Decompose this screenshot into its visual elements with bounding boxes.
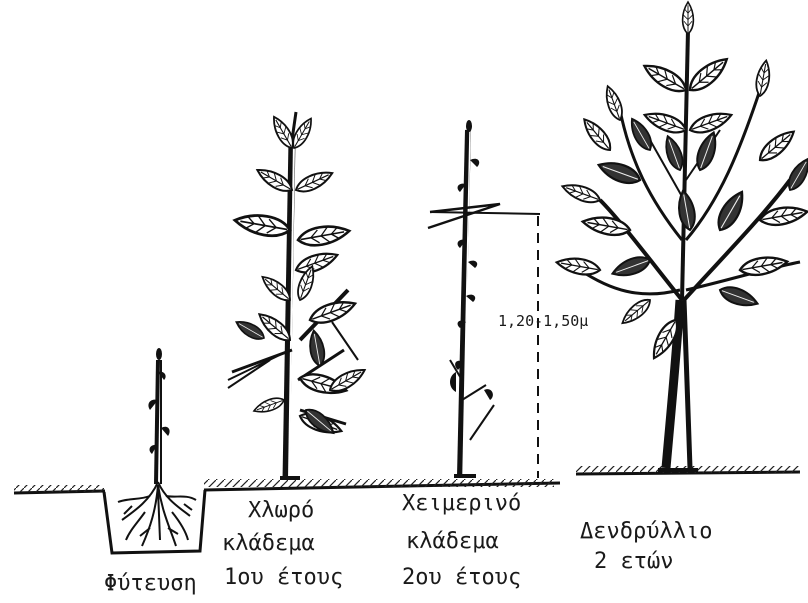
label-sapling: Δενδρύλλιο 2 ετών bbox=[580, 519, 712, 574]
label-sapling-line2: 2 ετών bbox=[594, 549, 673, 574]
label-winter-pruning-line1: Χειμερινό bbox=[402, 491, 521, 516]
planting-roots bbox=[118, 482, 196, 546]
planting-whip bbox=[148, 348, 169, 484]
planting-hole bbox=[104, 490, 205, 553]
label-planting-line1: Φύτευση bbox=[104, 571, 197, 596]
winter-pruning-tree bbox=[450, 120, 494, 476]
label-winter-pruning-line3: 2ου έτους bbox=[402, 565, 521, 590]
label-green-pruning: Χλωρό κλάδεμα 1ου έτους bbox=[222, 498, 343, 590]
label-green-pruning-line1: Χλωρό bbox=[248, 498, 314, 523]
pruning-cut-mark bbox=[428, 204, 540, 228]
label-planting: Φύτευση bbox=[104, 571, 197, 596]
label-sapling-line1: Δενδρύλλιο bbox=[580, 519, 712, 544]
sapling-tree bbox=[555, 2, 808, 470]
label-green-pruning-line2: κλάδεμα bbox=[222, 531, 315, 556]
label-green-pruning-line3: 1ου έτους bbox=[224, 565, 343, 590]
height-dimension-label: 1,20-1,50μ bbox=[498, 312, 588, 330]
label-winter-pruning-line2: κλάδεμα bbox=[406, 529, 499, 554]
label-winter-pruning: Χειμερινό κλάδεμα 2ου έτους bbox=[402, 491, 521, 590]
green-pruning-tree bbox=[228, 112, 368, 480]
